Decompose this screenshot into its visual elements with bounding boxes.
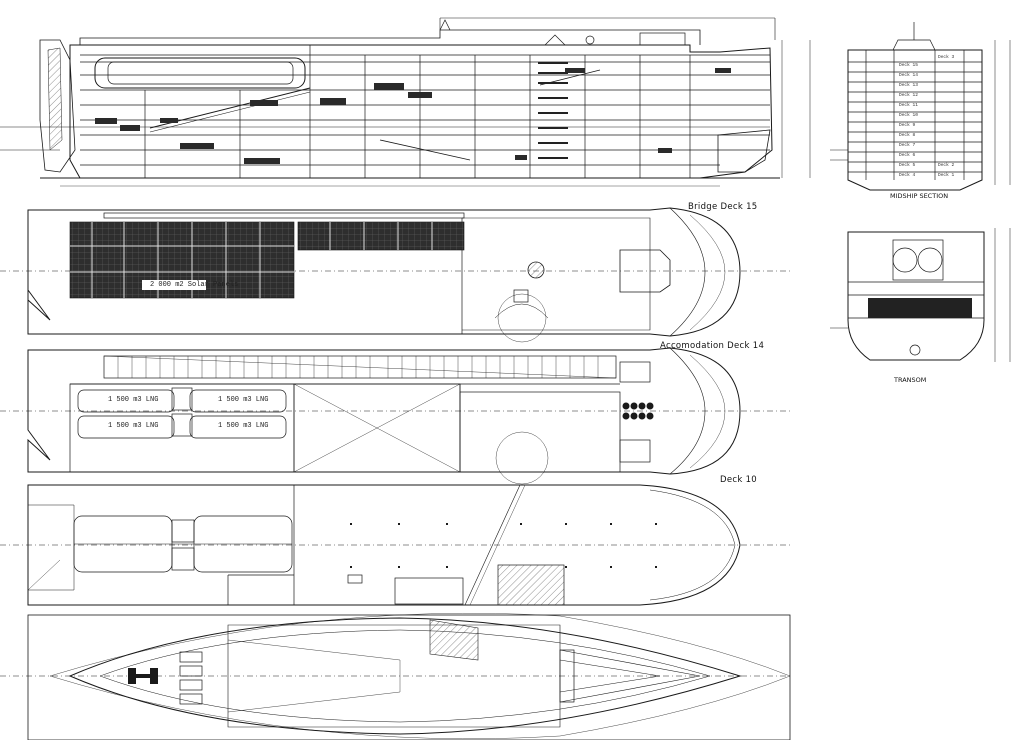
midship-deck-label: Deck 1 xyxy=(938,173,955,178)
solar-panel-array xyxy=(69,221,465,299)
solar-panel-dividers xyxy=(70,222,433,298)
cabin-row xyxy=(103,355,617,379)
transom-ramp-block xyxy=(868,298,972,318)
transom-section xyxy=(830,228,1011,362)
profile-deck-labels xyxy=(538,62,568,159)
midship-deck-label: Deck 15 xyxy=(899,63,918,68)
lng-tank-label-4: 1 500 m3 LNG xyxy=(218,422,269,430)
accommodation-deck-title: Accomodation Deck 14 xyxy=(660,341,765,351)
lng-tank-label-2: 1 500 m3 LNG xyxy=(218,396,269,404)
transom-title: TRANSOM xyxy=(894,376,927,384)
midship-deck-label: Deck 14 xyxy=(899,73,918,78)
profile-view xyxy=(0,17,811,187)
midship-deck-label: Deck 12 xyxy=(899,93,918,98)
midship-deck-label: Deck 8 xyxy=(899,133,916,138)
profile-vehicles xyxy=(95,68,731,164)
bridge-deck-title: Bridge Deck 15 xyxy=(688,202,758,212)
wheelhouse-consoles xyxy=(622,402,654,420)
lower-hull-plan xyxy=(0,613,791,740)
deck10-plan xyxy=(0,484,790,606)
midship-deck-label: Deck 6 xyxy=(899,153,916,158)
lng-tank-label-1: 1 500 m3 LNG xyxy=(108,396,159,404)
solar-panels-label: 2 000 m2 Solar Panels xyxy=(150,281,239,289)
midship-deck-label: Deck 3 xyxy=(938,55,955,60)
deck10-title: Deck 10 xyxy=(720,475,757,485)
deck10-pillars xyxy=(350,523,657,568)
thruster-machinery xyxy=(128,668,158,684)
midship-deck-label: Deck 13 xyxy=(899,83,918,88)
midship-deck-label: Deck 9 xyxy=(899,123,916,128)
midship-section-title: MIDSHIP SECTION xyxy=(890,192,949,200)
midship-deck-label: Deck 5 xyxy=(899,163,916,168)
midship-deck-label: Deck 4 xyxy=(899,173,916,178)
midship-deck-label: Deck 10 xyxy=(899,113,918,118)
accommodation-deck-plan xyxy=(0,347,790,485)
midship-deck-label: Deck 2 xyxy=(938,163,955,168)
solar-label-backdrop xyxy=(142,280,206,290)
midship-deck-label: Deck 7 xyxy=(899,143,916,148)
lng-tank-label-3: 1 500 m3 LNG xyxy=(108,422,159,430)
midship-section xyxy=(830,22,1011,191)
midship-deck-label: Deck 11 xyxy=(899,103,918,108)
